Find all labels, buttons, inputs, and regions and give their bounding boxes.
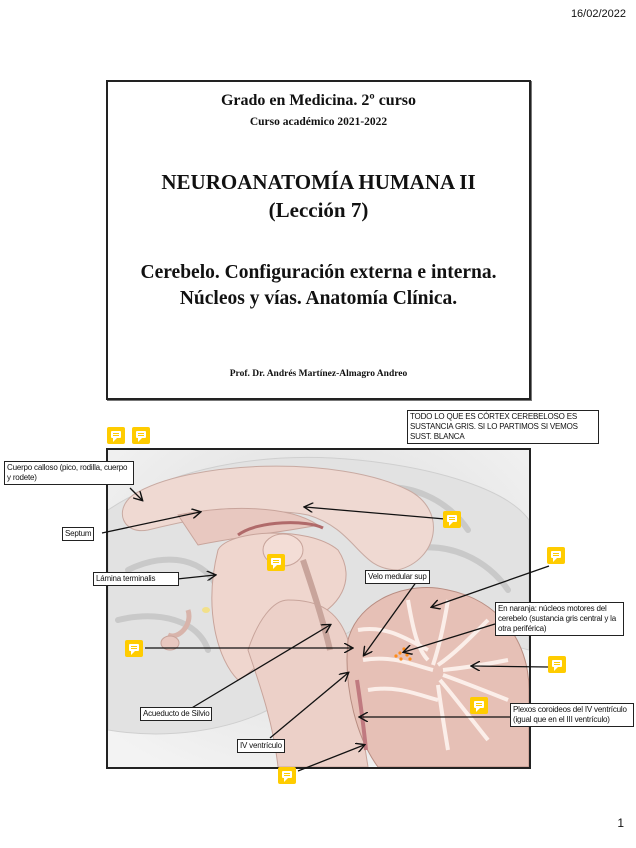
label-plexos: Plexos coroideos del IV ventrículo (igua…: [510, 703, 634, 727]
print-date: 16/02/2022: [570, 8, 626, 20]
topic-title: Cerebelo. Configuración externa e intern…: [108, 260, 529, 312]
degree-heading: Grado en Medicina. 2º curso: [220, 92, 417, 109]
label-velo-medular: Velo medular sup: [365, 570, 430, 584]
comment-icon[interactable]: [470, 697, 488, 714]
label-cortex-note: TODO LO QUE ES CÓRTEX CEREBELOSO ES SUST…: [407, 410, 599, 444]
course-title-line2: (Lección 7): [268, 198, 369, 222]
academic-year: Curso académico 2021-2022: [249, 116, 388, 128]
course-title: NEUROANATOMÍA HUMANA II (Lección 7): [108, 168, 529, 224]
comment-icon[interactable]: [267, 554, 285, 571]
comment-icon[interactable]: [278, 767, 296, 784]
comment-icon[interactable]: [125, 640, 143, 657]
label-acueducto: Acueducto de Silvio: [140, 707, 213, 721]
label-cuerpo-calloso: Cuerpo calloso (pico, rodilla, cuerpo y …: [4, 461, 134, 485]
title-slide: Grado en Medicina. 2º curso Curso académ…: [106, 80, 531, 400]
topic-line1: Cerebelo. Configuración externa e intern…: [140, 262, 497, 283]
page-number: 1: [617, 816, 624, 830]
label-septum: Septum: [62, 527, 95, 541]
comment-icon[interactable]: [132, 427, 150, 444]
label-lamina-terminalis: Lámina terminalis: [93, 572, 179, 586]
course-title-line1: NEUROANATOMÍA HUMANA II: [161, 170, 476, 194]
label-iv-ventriculo: IV ventrículo: [237, 739, 285, 753]
comment-icon[interactable]: [548, 656, 566, 673]
comment-icon[interactable]: [107, 427, 125, 444]
topic-line2: Núcleos y vías. Anatomía Clínica.: [179, 288, 458, 309]
comment-icon[interactable]: [443, 511, 461, 528]
professor-name: Prof. Dr. Andrés Martínez-Almagro Andreo: [229, 369, 408, 379]
label-nucleos-motores: En naranja: núcleos motores del cerebelo…: [495, 602, 624, 636]
comment-icon[interactable]: [547, 547, 565, 564]
